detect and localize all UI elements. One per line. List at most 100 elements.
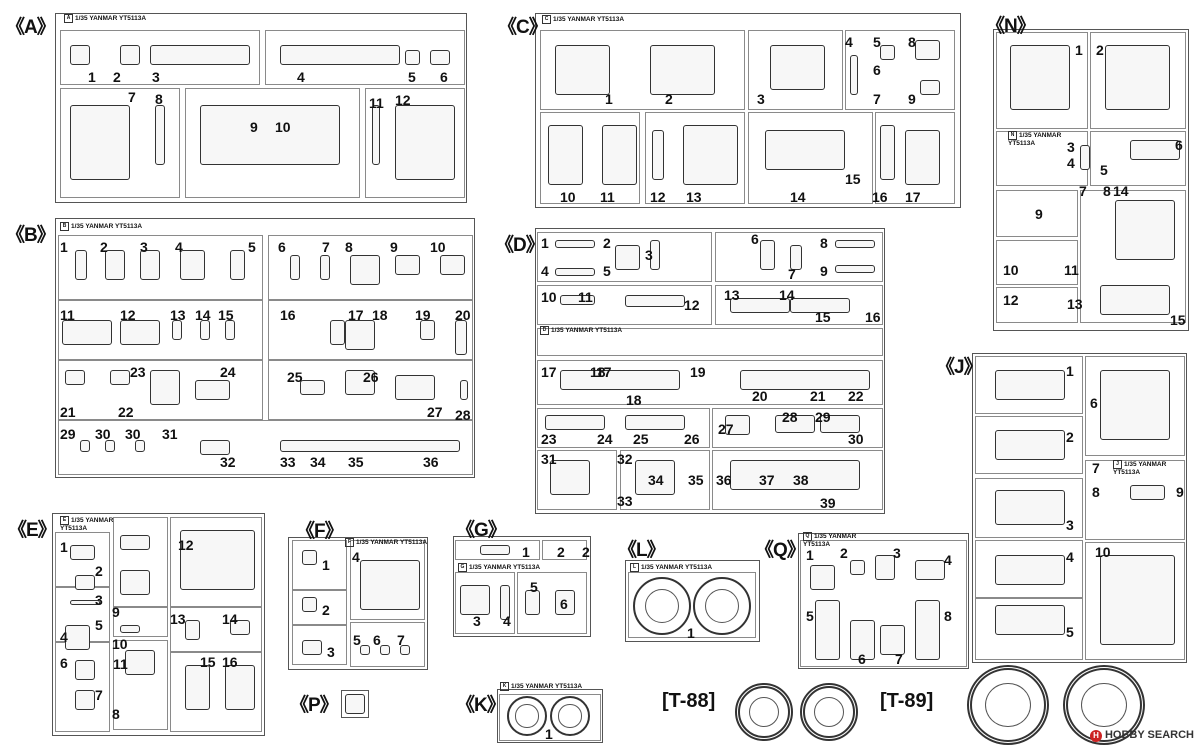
sprue-d-part-shape (615, 245, 640, 270)
sprue-d-part-number: 28 (782, 409, 798, 425)
sprue-b-part-number: 26 (363, 369, 379, 385)
sprue-e-title: 《E》 (8, 520, 57, 541)
sprue-j-part-shape (995, 555, 1065, 585)
sprue-d-runner-cell (537, 328, 883, 356)
sprue-d-part-shape (790, 245, 802, 270)
sprue-b-part-shape (280, 440, 460, 452)
sprue-c-part-number: 12 (650, 189, 666, 205)
sprue-b-part-shape (195, 380, 230, 400)
sprue-b-part-number: 20 (455, 307, 471, 323)
sprue-q-part-number: 1 (806, 547, 814, 563)
sprue-n-runner-cell (996, 240, 1078, 285)
sprue-f-part-shape (302, 597, 317, 612)
sprue-d-part-shape (835, 265, 875, 273)
sprue-q-part-number: 5 (806, 608, 814, 624)
sprue-n-part-number: 12 (1003, 292, 1019, 308)
sprue-c-part-shape (548, 125, 583, 185)
sprue-e-part-shape (75, 690, 95, 710)
sprue-d-part-shape (835, 240, 875, 248)
sprue-b-tag-icon: B (60, 222, 69, 231)
sprue-e-part-shape (75, 660, 95, 680)
sprue-e-part-number: 11 (113, 656, 128, 672)
sprue-c-part-number: 17 (905, 189, 921, 205)
sprue-c-part-shape (770, 45, 825, 90)
sprue-a-title: 《A》 (6, 17, 56, 38)
sprue-d-part-shape (560, 295, 595, 305)
sprue-j-label-text: 1/35 YANMAR (1124, 461, 1167, 469)
sprue-c-part-shape (905, 130, 940, 185)
sprue-e-part-number: 14 (222, 611, 238, 627)
sprue-b-part-number: 14 (195, 307, 211, 323)
sprue-e-part-shape (225, 665, 255, 710)
sprue-k-title: 《K》 (456, 695, 506, 716)
sprue-c-part-shape (683, 125, 738, 185)
sprue-b-part-shape (110, 370, 130, 385)
sprue-e-part-number: 9 (112, 604, 120, 620)
sprue-b-part-number: 18 (372, 307, 388, 323)
sprue-j-part-shape (995, 430, 1065, 460)
sprue-e-part-number: 2 (95, 563, 103, 579)
sprue-e-part-number: 8 (112, 706, 120, 722)
sprue-f-part-shape (400, 645, 410, 655)
sprue-f-runner-cell (350, 622, 425, 667)
sprue-d-part-number: 4 (541, 263, 549, 279)
sprue-f-runner-cell (292, 590, 347, 625)
sprue-b-runner-cell (58, 360, 263, 420)
sprue-q-part-shape (850, 620, 875, 660)
sprue-d-part-number: 35 (688, 472, 704, 488)
sprue-a-part-number: 11 (369, 95, 384, 111)
rim-l-icon (693, 577, 751, 635)
sprue-f-part-shape (380, 645, 390, 655)
sprue-a-part-shape (430, 50, 450, 65)
sprue-d-part-shape (555, 240, 595, 248)
sprue-d-part-shape (760, 240, 775, 270)
sprue-d-part-number: 8 (820, 235, 828, 251)
sprue-d-part-shape (625, 415, 685, 430)
sprue-b-part-number: 25 (287, 369, 303, 385)
sprue-b-part-number: 22 (118, 404, 134, 420)
sprue-a-part-shape (405, 50, 420, 65)
sprue-d-part-number: 39 (820, 495, 836, 511)
sprue-c-part-shape (915, 40, 940, 60)
sprue-b-runner-cell (58, 420, 473, 475)
sprue-c-label-text: 1/35 YANMAR YT5113A (553, 16, 625, 24)
sprue-g-part-number: 5 (530, 579, 538, 595)
sprue-e-part-number: 10 (112, 636, 128, 652)
sprue-d-part-number: 3 (645, 247, 653, 263)
sprue-j-part-shape (1100, 370, 1170, 440)
sprue-g-part-number: 4 (503, 613, 511, 629)
sprue-q-tag-icon: Q (803, 532, 812, 541)
sprue-b-part-number: 29 (60, 426, 76, 442)
sprue-d-label-text: 1/35 YANMAR YT5113A (551, 327, 623, 335)
sprue-j-part-shape (995, 490, 1065, 525)
sprue-a-runner-cell (185, 88, 360, 198)
sprue-q-part-number: 8 (944, 608, 952, 624)
sprue-d-part-shape (730, 460, 860, 490)
sprue-a-part-number: 8 (155, 91, 163, 107)
sprue-b-part-shape (345, 370, 375, 395)
sprue-n-runner-cell (996, 32, 1088, 129)
sprue-c-runner-cell (748, 30, 843, 110)
sprue-b-part-number: 19 (415, 307, 431, 323)
sprue-q-label-text: 1/35 YANMAR (814, 533, 857, 541)
sprue-b-part-shape (225, 320, 235, 340)
sprue-d-part-number: 15 (815, 309, 831, 325)
sprue-n-part-number: 7 (1079, 183, 1087, 199)
sprue-d-part-number: 12 (684, 297, 700, 313)
sprue-a-runner-cell (60, 30, 260, 85)
sprue-j-runner-cell (1085, 356, 1185, 456)
sprue-b-part-shape (300, 380, 325, 395)
sprue-b-label-text: 1/35 YANMAR YT5113A (71, 223, 143, 231)
sprue-b-part-shape (290, 255, 300, 280)
sprue-a-part-shape (280, 45, 400, 65)
sprue-c-tag-icon: C (542, 15, 551, 24)
sprue-d-part-number: 10 (541, 289, 557, 305)
sprue-d-part-shape (625, 295, 685, 307)
sprue-d-part-number: 21 (810, 388, 826, 404)
sprue-a-part-number: 1 (88, 69, 96, 85)
sprue-f-part-shape (360, 560, 420, 610)
sprue-q-part-shape (850, 560, 865, 575)
sprue-d-part-number: 24 (597, 431, 613, 447)
